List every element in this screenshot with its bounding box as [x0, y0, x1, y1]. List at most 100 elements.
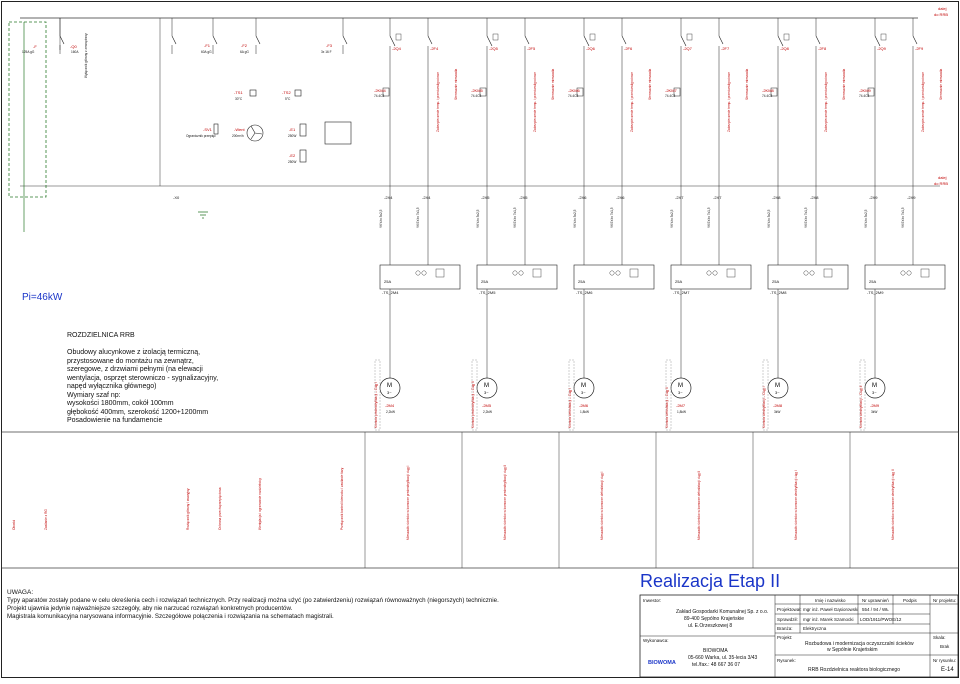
indicator-lamp — [609, 270, 615, 276]
breaker-ref-8: -2Q8 — [780, 46, 789, 51]
fuse-1-rating: 60A gG — [201, 50, 212, 54]
control-terminal-ref-7: -2X7 — [713, 195, 722, 200]
local-control-box — [864, 264, 946, 290]
cable-label-9: YKYżo 3x2,5 — [864, 209, 868, 228]
bottom-label-6: Mieszadło ścieków w komorze defosfatacji… — [600, 471, 604, 540]
terminal-ref-5: -2X5 — [481, 195, 490, 200]
legend-col-3: Ochrona przeciwprzepięciowa — [218, 487, 222, 530]
breaker-contact — [680, 35, 687, 47]
room-bracket — [665, 359, 672, 431]
motor-ref-6: -2M6 — [579, 403, 589, 408]
fuse-3-rating: 3x 16 F — [321, 50, 332, 54]
legend-col-5: Przełącznik kontroli kierunku / zasilani… — [340, 467, 344, 530]
room-label-4: Komora predenitryfikacji – Ciąg I — [374, 381, 378, 428]
contractor-line-3: tel./fax.: 48 667 36 07 — [692, 662, 741, 668]
fan-ref: -Went — [234, 127, 245, 132]
breaker-ref-9: -2Q9 — [877, 46, 886, 51]
indicator-lamp — [518, 270, 524, 276]
note-line: Projekt ujawnia jedynie najważniejsze sz… — [7, 605, 293, 612]
col-name-header: Imię i nazwisko — [815, 598, 846, 603]
breaker-contact — [486, 35, 493, 47]
protect-label-8: Zabezpieczenie temp. i przeciwwilgociowe — [824, 72, 828, 132]
investor-line-1: Zakład Gospodarki Komunalnej Sp. z o.o. — [676, 609, 769, 615]
drawing-number-label: Nr rysunku: — [933, 658, 957, 663]
motor-power-5: 2,2kW — [483, 410, 493, 414]
room-bracket — [568, 359, 575, 431]
relay-coil — [920, 268, 930, 278]
breaker-contact — [389, 35, 396, 47]
biowoma-logo: BIOWOMA — [648, 660, 676, 666]
investor-label: Inwestor: — [643, 598, 662, 603]
description-line: Wymiary szaf np: — [67, 391, 121, 399]
fuse-ref-4: -2F4 — [430, 46, 439, 51]
contactor-rating-5: 25A — [481, 279, 489, 284]
breaker-trip — [395, 33, 402, 41]
indicator-lamp — [712, 270, 718, 276]
cable-label-4: YKYżo 3x2,5 — [379, 209, 383, 228]
surge-arrester-ref: -SV1 — [203, 127, 212, 132]
contractor-line-2: 05-660 Warka, ul. 35-lecia 3/43 — [688, 655, 758, 661]
room-label-9: Komora denitryfikacji – Ciąg II — [859, 385, 863, 428]
mixer-label-7: Sterowanie mieszadła — [745, 68, 749, 100]
motor-phase: 3~ — [678, 390, 683, 395]
fuse-1-ref: -F1 — [204, 43, 210, 48]
fan-note: 200m³/h — [232, 134, 244, 138]
checker-name: mgr inż. Marek Szamocki — [803, 617, 854, 622]
incoming-fuse-label: -F — [33, 44, 37, 49]
contactor-code-6: 74.4C3 — [568, 94, 579, 98]
fuse-ref-8: -2F8 — [818, 46, 827, 51]
contractor-line-1: BIOWOMA — [703, 648, 728, 654]
incoming-rating: 125A gG — [22, 50, 35, 54]
fuse-contact — [621, 35, 627, 45]
motor-ref-5: -2M5 — [482, 403, 492, 408]
circuit-7: M3~ — [655, 18, 752, 568]
motor-power-7: 1,8kW — [677, 410, 687, 414]
description-line: przystosowane do montażu na zewnątrz, — [67, 357, 194, 365]
thermostat-1-value: 30°C — [235, 97, 243, 101]
motor-phase: 3~ — [581, 390, 586, 395]
checker-permission: LOD/1911/PWOE/12 — [860, 617, 902, 622]
contactor-ref-8: -2KM8 — [762, 88, 774, 93]
contactor-coil — [479, 87, 487, 97]
terminal-ref-9: -2X9 — [869, 195, 878, 200]
switch-contact — [342, 35, 348, 45]
fuse-contact — [427, 35, 433, 45]
switch-contact — [171, 35, 177, 45]
control-cable-label-6: YKSYżo 7x1,5 — [610, 207, 614, 228]
cable-label-8: YKYżo 3x2,5 — [767, 209, 771, 228]
control-cable-label-5: YKSYżo 7x1,5 — [513, 207, 517, 228]
contactor-coil — [576, 87, 584, 97]
room-label-6: Komora defosfatacji – Ciąg I — [568, 387, 572, 428]
thermal-ref-5: -TS_2M5 — [479, 290, 496, 295]
breaker-ref-7: -2Q7 — [683, 46, 692, 51]
main-switch-note: Wyłącznik główny z zewnętrzny — [84, 33, 88, 78]
cable-label-6: YKYżo 3x2,5 — [573, 209, 577, 228]
terminal-ref-4: -2X4 — [384, 195, 393, 200]
motor-ref-8: -2M8 — [773, 403, 783, 408]
protect-label-7: Zabezpieczenie temp. i przeciwwilgociowe — [727, 72, 731, 132]
contactor-rating-8: 25A — [772, 279, 780, 284]
contactor-ref-9: -2KM9 — [859, 88, 871, 93]
motor-power-6: 1,8kW — [580, 410, 590, 414]
thermal-ref-6: -TS_2M6 — [576, 290, 593, 295]
control-cable-label-8: YKSYżo 7x1,5 — [804, 207, 808, 228]
thermostat-2-value: 5°C — [285, 97, 291, 101]
terminal-ref-6: -2X6 — [578, 195, 587, 200]
drawing-number: E-14 — [941, 667, 954, 673]
circuit-4: M3~ — [364, 18, 461, 568]
motor-letter: M — [387, 383, 392, 389]
protect-label-4: Zabezpieczenie temp. i przeciwwilgociowe — [436, 72, 440, 132]
designer-label: Projektował: — [777, 607, 802, 612]
control-terminal-ref-9: -2X9 — [907, 195, 916, 200]
thermostat-2-ref: -TS2 — [282, 90, 291, 95]
terminal-ref-7: -2X7 — [675, 195, 684, 200]
cable-label-7: YKYżo 3x2,5 — [670, 209, 674, 228]
fan-blades — [250, 125, 263, 140]
room-bracket — [374, 359, 381, 431]
checker-label: Sprawdził: — [777, 617, 798, 622]
incoming-enclosure — [8, 21, 47, 198]
motor-ref-4: -2M4 — [385, 403, 395, 408]
heater-2-ref: -E2 — [289, 153, 296, 158]
